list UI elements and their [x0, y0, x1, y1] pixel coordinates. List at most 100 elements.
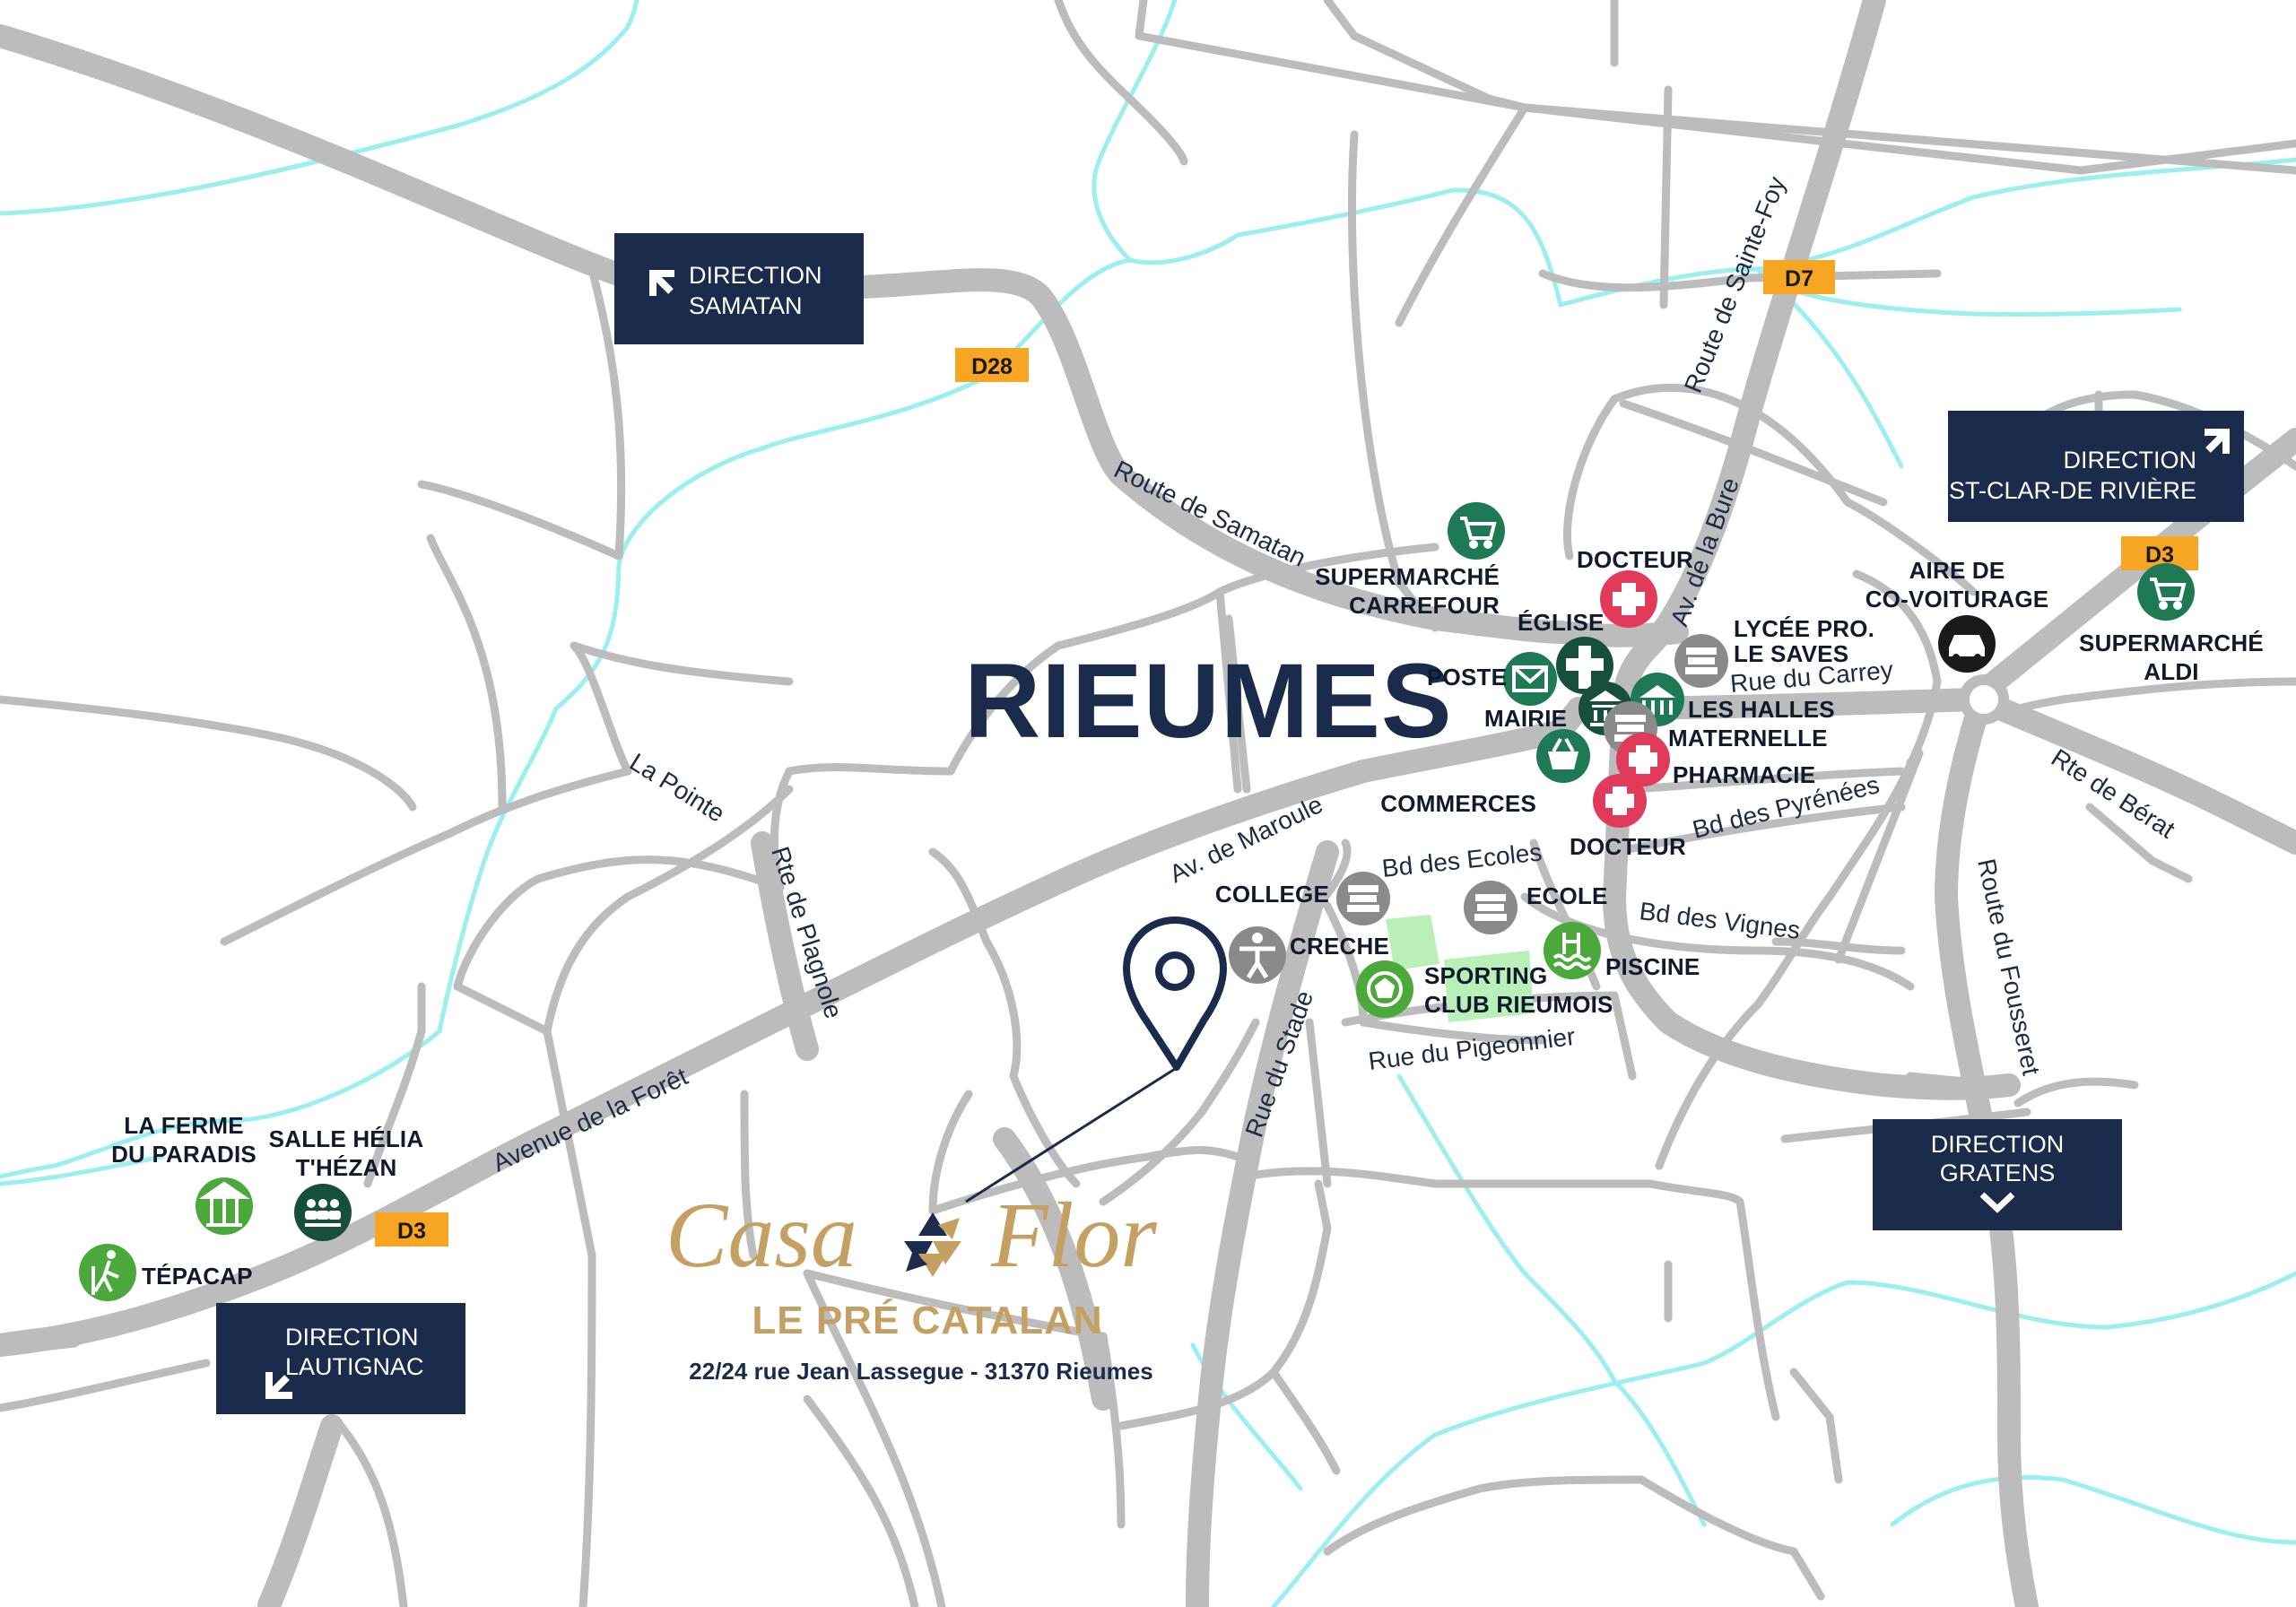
poi-label: ÉGLISE	[1518, 609, 1605, 636]
poi-la-ferme-du-paradis[interactable]: LA FERME DU PARADIS	[111, 1112, 257, 1235]
audience-icon	[305, 1199, 341, 1227]
poi-label: COLLEGE	[1215, 881, 1329, 908]
shopping-basket-icon	[1548, 738, 1578, 769]
chevron-down-icon	[1979, 1192, 2015, 1213]
poi-supermarche-aldi[interactable]: SUPERMARCHÉ ALDI	[2079, 563, 2264, 685]
poi-label: ALDI	[2144, 658, 2198, 685]
hiker-icon	[91, 1250, 119, 1295]
poi-label: SUPERMARCHÉ	[1315, 563, 1500, 590]
roundabout	[1959, 674, 2009, 725]
brand-name-left: Casa	[665, 1184, 857, 1287]
poi-commerces[interactable]: COMMERCES	[1380, 729, 1590, 817]
poi-college[interactable]: COLLEGE	[1215, 872, 1390, 925]
poi-eglise[interactable]: ÉGLISE	[1518, 609, 1613, 694]
direction-samatan[interactable]: DIRECTION SAMATAN	[614, 233, 864, 344]
direction-st-clar-line2: ST-CLAR-DE RIVIÈRE	[1949, 477, 2196, 504]
direction-lautignac[interactable]: DIRECTION LAUTIGNAC	[216, 1303, 465, 1414]
poi-label: T'HÉZAN	[295, 1154, 396, 1181]
direction-lautignac-line2: LAUTIGNAC	[285, 1353, 424, 1380]
poi-pharmacie[interactable]: PHARMACIE	[1616, 733, 1815, 788]
poi-sporting-club[interactable]: SPORTING CLUB RIEUMOIS	[1356, 960, 1613, 1018]
poi-label: TÉPACAP	[142, 1263, 253, 1290]
poi-label: PISCINE	[1605, 953, 1700, 980]
direction-gratens[interactable]: DIRECTION GRATENS	[1873, 1119, 2122, 1230]
direction-lautignac-line1: DIRECTION	[285, 1324, 419, 1351]
brand-block: Casa Flor LE PRÉ CATALAN 22/24 rue Jean …	[665, 1184, 1157, 1385]
books-icon	[1347, 885, 1379, 912]
poi-piscine[interactable]: PISCINE	[1544, 922, 1700, 980]
poi-label: SALLE HÉLIA	[269, 1125, 424, 1152]
shopping-cart-icon	[1460, 517, 1497, 549]
poi-aire-de-covoiturage[interactable]: AIRE DE CO-VOITURAGE	[1866, 557, 2049, 673]
mail-envelope-icon	[1512, 665, 1548, 692]
road-badge-d7: D7	[1763, 260, 1835, 294]
brand-address: 22/24 rue Jean Lassegue - 31370 Rieumes	[689, 1358, 1152, 1385]
poi-label: LE SAVES	[1734, 640, 1848, 667]
medical-cross-icon	[1629, 745, 1657, 774]
swimming-pool-icon	[1552, 933, 1592, 970]
poi-supermarche-carrefour[interactable]: SUPERMARCHÉ CARREFOUR	[1315, 502, 1505, 619]
brand-subtitle: LE PRÉ CATALAN	[752, 1298, 1102, 1342]
road-badge-d28: D28	[955, 348, 1029, 382]
brand-name-right: Flor	[990, 1184, 1157, 1287]
church-cross-icon	[1566, 646, 1604, 689]
street-avenue-de-la-foret: Avenue de la Forêt	[488, 1062, 691, 1177]
poi-label: MATERNELLE	[1668, 725, 1828, 751]
poi-salle-helia[interactable]: SALLE HÉLIA T'HÉZAN	[269, 1125, 424, 1241]
football-icon	[1367, 971, 1403, 1007]
direction-gratens-line1: DIRECTION	[1931, 1131, 2065, 1158]
poi-label: PHARMACIE	[1673, 761, 1815, 788]
street-la-pointe: La Pointe	[625, 748, 730, 828]
poi-label: DU PARADIS	[111, 1141, 257, 1168]
poi-docteur-north[interactable]: DOCTEUR	[1577, 546, 1693, 628]
poi-label: CRECHE	[1290, 933, 1389, 960]
direction-samatan-line1: DIRECTION	[689, 262, 822, 289]
poi-label: SPORTING	[1424, 962, 1547, 989]
direction-st-clar[interactable]: DIRECTION ST-CLAR-DE RIVIÈRE	[1948, 411, 2244, 522]
arrow-down-left-icon-shaft	[266, 1375, 290, 1398]
poi-label: SUPERMARCHÉ	[2079, 630, 2264, 656]
direction-samatan-line2: SAMATAN	[689, 292, 803, 319]
poi-label: LA FERME	[124, 1112, 244, 1139]
arrow-up-left-icon-shaft	[650, 271, 674, 294]
poi-label: LYCÉE PRO.	[1734, 615, 1874, 642]
park-areas	[1386, 915, 1534, 1022]
poi-label: CARREFOUR	[1349, 592, 1500, 619]
road-badge-d3-west: D3	[375, 1212, 448, 1247]
poi-label: LES HALLES	[1688, 696, 1835, 723]
arrow-up-right-icon-shaft	[2205, 430, 2229, 453]
poi-label: CO-VOITURAGE	[1866, 586, 2049, 612]
books-icon	[1474, 894, 1507, 921]
pin-leader-line	[965, 1067, 1176, 1203]
poi-label: POSTE	[1427, 664, 1507, 691]
road-badge-d3-west-text: D3	[397, 1219, 426, 1244]
poi-poste[interactable]: POSTE	[1427, 652, 1557, 706]
poi-label: DOCTEUR	[1570, 833, 1686, 860]
poi-label: ECOLE	[1526, 882, 1608, 909]
road-badge-d28-text: D28	[971, 354, 1013, 379]
direction-gratens-line2: GRATENS	[1940, 1160, 2056, 1186]
poi-docteur-south[interactable]: DOCTEUR	[1570, 774, 1686, 860]
medical-cross-icon	[1605, 786, 1634, 815]
poi-label: COMMERCES	[1380, 790, 1536, 817]
location-pin-icon[interactable]	[1123, 916, 1227, 1071]
car-icon	[1949, 635, 1985, 661]
direction-st-clar-line1: DIRECTION	[2064, 447, 2197, 473]
street-bd-des-vignes: Bd des Vignes	[1638, 897, 1801, 944]
poi-lycee-pro[interactable]: LYCÉE PRO. LE SAVES	[1674, 615, 1874, 688]
street-route-de-samatan: Route de Samatan	[1109, 456, 1309, 572]
road-badge-d7-text: D7	[1785, 266, 1813, 291]
poi-label: DOCTEUR	[1577, 546, 1693, 573]
poi-ecole[interactable]: ECOLE	[1464, 881, 1608, 934]
poi-label: MAIRIE	[1484, 705, 1567, 732]
poi-creche[interactable]: CRECHE	[1229, 926, 1389, 984]
shopping-cart-icon	[2150, 578, 2187, 610]
poi-label: CLUB RIEUMOIS	[1424, 991, 1613, 1018]
poi-les-halles[interactable]: LES HALLES	[1631, 673, 1835, 726]
town-name: RIEUMES	[964, 642, 1453, 760]
books-icon	[1685, 647, 1718, 674]
poi-tepacap[interactable]: TÉPACAP	[79, 1244, 253, 1301]
street-route-du-fousseret: Route du Fousseret	[1972, 856, 2045, 1078]
